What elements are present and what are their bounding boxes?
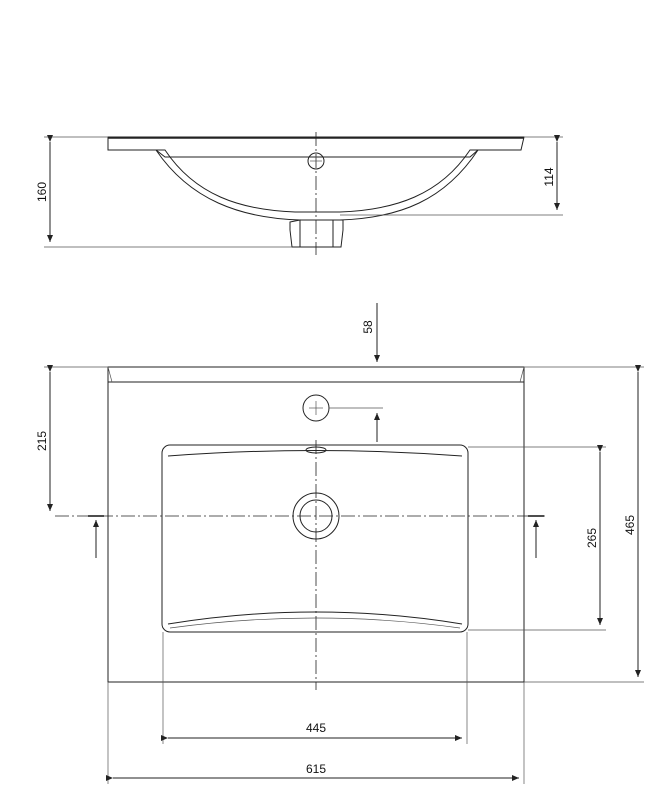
tap-hole-icon bbox=[307, 152, 325, 170]
dim-bowl-width: 445 bbox=[306, 721, 326, 735]
dim-total-depth: 465 bbox=[623, 515, 637, 535]
dim-tap-offset: 58 bbox=[361, 320, 375, 334]
top-view: 215 58 265 465 445 615 bbox=[35, 303, 644, 784]
dim-height-total: 160 bbox=[35, 182, 49, 202]
basin-bowl bbox=[161, 444, 469, 633]
side-view-section: 160 114 bbox=[35, 132, 563, 255]
dim-total-width: 615 bbox=[306, 762, 326, 776]
dim-bowl-length: 265 bbox=[585, 528, 599, 548]
dim-bowl-depth: 114 bbox=[542, 167, 556, 186]
dim-drain-from-back: 215 bbox=[35, 431, 49, 451]
